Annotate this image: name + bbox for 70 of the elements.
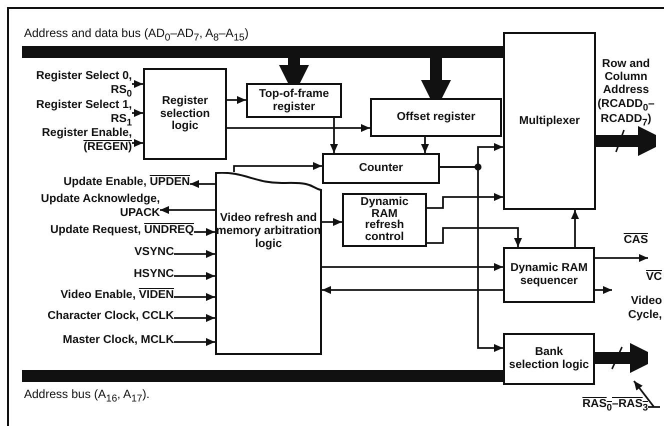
signal-arrow [322,263,503,271]
block-label: Dynamic RAM sequencer [509,262,589,288]
block-label: Bank selection logic [509,346,589,372]
signal-description: Register Enable, [40,127,132,141]
output-label: Row and Column Address (RCADD$_{0}$– RCADD$_{7}$) [596,58,656,128]
signal-name: HSYNC [134,268,174,280]
signal-arrow [174,338,215,346]
signal-arrow [227,124,370,132]
signal-arrow [174,250,215,258]
block-label: Counter [358,162,404,175]
signal-arrow [595,254,648,262]
signal-name: UNDREQ [144,224,194,236]
signal-description: Master Clock, [62,334,138,346]
signal-arrow [132,139,143,147]
signal-arrow [233,162,322,172]
signal-description: Register Select 1, [35,99,132,113]
signal-arrow [595,286,612,294]
signal-description: Video Cycle, [627,294,662,322]
block-label: Offset register [396,111,476,124]
signal-name: VIDEN [138,289,174,301]
signal-description: Video Enable, [60,289,136,301]
signal-name: RAS$_{0}$–RAS$_{3}$ [582,398,648,410]
signal-arrow [174,314,215,322]
leader-line [633,380,661,408]
signal-arrow [571,210,579,247]
signal-name: CAS [622,234,648,248]
signal-arrow [132,109,143,117]
signal-description: Character Clock, [47,310,139,322]
function-block [503,247,595,303]
signal-arrow [132,80,143,88]
signal-description: Update Enable, [63,176,147,188]
signal-name: (REGEN) [82,140,132,155]
block-label: Register selection logic [159,94,211,134]
signal-arrow [174,293,215,301]
signal-arrow [330,118,338,153]
signal-name: UPDEN [150,176,190,188]
signal-name: RS$_{0}$ [110,84,132,100]
block-label: Top-of-frame register [258,88,330,114]
signal-name: VC [645,271,662,285]
signal-arrow [440,166,503,352]
signal-name: VSYNC [134,246,174,258]
function-block [342,193,427,247]
signal-name: CCLK [142,310,174,322]
bus-label: Address bus (A$_{16}$, A$_{17}$). [24,387,150,404]
signal-description: Update Request, [50,224,141,236]
function-block [370,98,502,137]
function-block [503,333,595,385]
signal-arrow [322,286,503,294]
signal-arrow [174,272,215,280]
signal-arrow [427,227,522,247]
signal-arrow [421,137,429,153]
bus-label: Address and data bus (AD$_{0}$–AD$_{7}$, A$_{8}$–A$_{15}$) [24,26,249,44]
signal-description: Update Acknowledge, [40,193,160,207]
signal-description: Register Select 0, [35,70,132,84]
signal-name: UPACK [118,206,160,221]
signal-arrow [427,193,503,209]
signal-arrow [190,180,215,188]
signal-arrow [160,206,215,214]
function-block [246,83,342,118]
block-label: Dynamic RAM refresh control [360,197,410,243]
function-block [503,32,596,210]
signal-name: MCLK [140,334,174,346]
signal-name: RS$_{1}$ [110,112,132,128]
function-block [322,153,440,184]
signal-arrow [322,218,342,226]
block-label: Video refresh and memory arbitration logic [215,212,322,251]
block-label: Multiplexer [519,114,580,128]
function-block [143,68,227,160]
signal-arrow [194,228,215,236]
signal-arrow [227,96,246,104]
